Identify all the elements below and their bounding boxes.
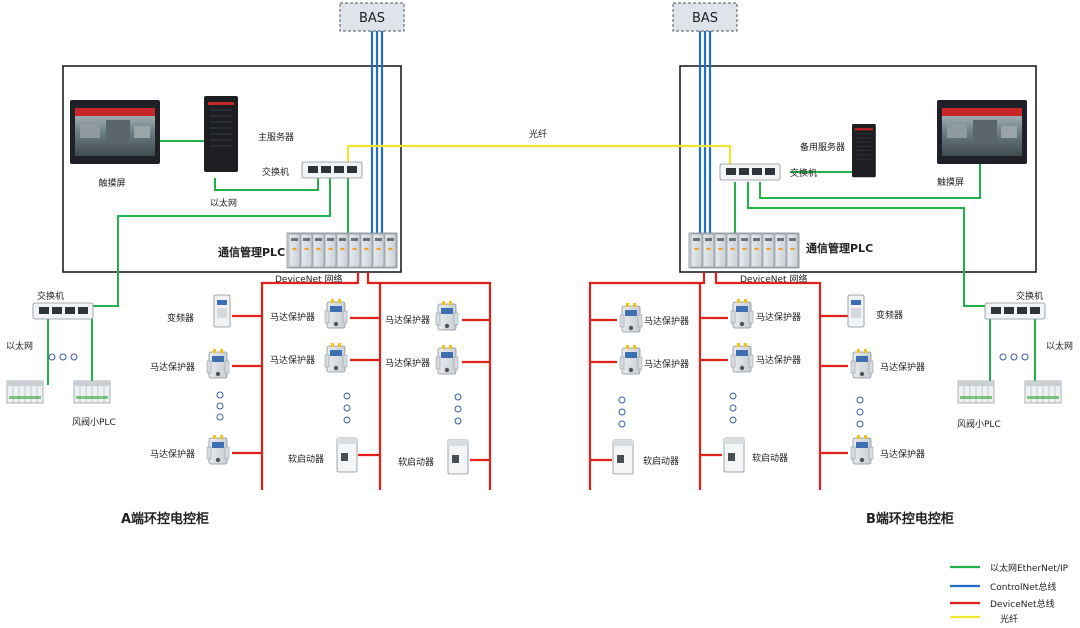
motor-protector-b2-label: 马达保护器: [644, 358, 689, 370]
motor-protector-a5-label: 马达保护器: [385, 314, 430, 326]
ellipsis-dots-b-col3: [856, 396, 864, 428]
controlnet-lines: [370, 31, 712, 238]
legend-label-controlnet: ControlNet总线: [990, 581, 1056, 593]
soft-starter-a1: [336, 437, 358, 473]
ext-ethernet-b-label: 以太网: [1046, 340, 1073, 352]
plc-b-label: 通信管理PLC: [806, 241, 873, 255]
cabinet-a-title: A端环控电控柜: [121, 511, 209, 527]
motor-protector-a4: [324, 342, 348, 373]
ext-switch-b-label: 交换机: [1016, 290, 1043, 302]
devicenet-b-label: DeviceNet 网络: [740, 273, 807, 285]
motor-protector-a2-label: 马达保护器: [150, 448, 195, 460]
cabinet-b-frame: [679, 65, 1037, 273]
ellipsis-dots-a-plc: [48, 353, 78, 361]
motor-protector-a6: [435, 344, 459, 375]
vfd-b: [847, 294, 865, 328]
ext-switch-a: [32, 302, 94, 320]
vfd-a: [213, 294, 231, 328]
legend-label-devicenet: DeviceNet总线: [990, 598, 1055, 610]
vfd-a-label: 变频器: [167, 312, 194, 324]
switch-a-label: 交换机: [262, 166, 289, 178]
bas-box-left: BAS: [339, 2, 405, 32]
ellipsis-dots-b-col1: [618, 396, 626, 428]
plc-a-label: 通信管理PLC: [218, 245, 285, 259]
touch-screen-a: [70, 100, 160, 164]
bas-box-right: BAS: [672, 2, 738, 32]
soft-starter-b2: [723, 437, 745, 473]
motor-protector-b6-label: 马达保护器: [880, 448, 925, 460]
touch-screen-b: [937, 100, 1027, 164]
soft-starter-b2-label: 软启动器: [752, 452, 788, 464]
devicenet-lines-b: [588, 272, 848, 490]
motor-protector-a1-label: 马达保护器: [150, 361, 195, 373]
cabinet-b-title: B端环控电控柜: [866, 511, 954, 527]
main-server: [203, 95, 239, 173]
ellipsis-dots-a-col2: [343, 392, 351, 424]
ellipsis-dots-a-col3: [454, 393, 462, 425]
motor-protector-a2: [206, 434, 230, 465]
motor-protector-b5-label: 马达保护器: [880, 361, 925, 373]
motor-protector-b4-label: 马达保护器: [756, 354, 801, 366]
plc-a: [286, 232, 398, 269]
bas-label-left: BAS: [359, 11, 385, 26]
fiber-label: 光纤: [529, 128, 547, 140]
bas-label-right: BAS: [692, 11, 718, 26]
devicenet-lines-a: [232, 272, 492, 490]
motor-protector-b3: [730, 298, 754, 329]
motor-protector-a1: [206, 348, 230, 379]
ellipsis-dots-b-plc: [999, 353, 1029, 361]
touch-screen-a-label: 触摸屏: [98, 177, 125, 189]
switch-b: [719, 163, 781, 181]
motor-protector-a3: [324, 298, 348, 329]
ellipsis-dots-a-col1: [216, 391, 224, 421]
ext-switch-a-label: 交换机: [37, 290, 64, 302]
backup-server: [851, 123, 877, 178]
damper-plc-a1: [6, 380, 44, 404]
motor-protector-a3-label: 马达保护器: [270, 311, 315, 323]
soft-starter-a2: [447, 439, 469, 475]
motor-protector-b5: [850, 348, 874, 379]
damper-plc-a-label: 风阀小PLC: [72, 417, 116, 428]
switch-a: [301, 161, 363, 179]
motor-protector-b6: [850, 434, 874, 465]
backup-server-label: 备用服务器: [800, 141, 845, 153]
damper-plc-b1: [957, 380, 995, 404]
motor-protector-b1: [619, 302, 643, 333]
main-server-label: 主服务器: [258, 131, 294, 143]
fiber-line: [346, 144, 732, 168]
motor-protector-a4-label: 马达保护器: [270, 354, 315, 366]
ethernet-lines: [47, 140, 1036, 385]
legend-label-ethernet: 以太网EtherNet/IP: [990, 562, 1069, 574]
touch-screen-b-label: 触摸屏: [937, 176, 964, 188]
motor-protector-b1-label: 马达保护器: [644, 315, 689, 327]
motor-protector-b3-label: 马达保护器: [756, 311, 801, 323]
soft-starter-b1-label: 软启动器: [643, 455, 679, 467]
legend-label-fiber: 光纤: [1000, 613, 1018, 625]
motor-protector-b2: [619, 344, 643, 375]
soft-starter-b1: [612, 439, 634, 475]
cabinet-a-frame: [62, 65, 402, 273]
plc-b: [688, 232, 800, 269]
devicenet-a-label: DeviceNet 网络: [275, 273, 342, 285]
motor-protector-b4: [730, 342, 754, 373]
switch-b-label: 交换机: [790, 167, 817, 179]
damper-plc-a2: [73, 380, 111, 404]
soft-starter-a2-label: 软启动器: [398, 456, 434, 468]
ethernet-a-label: 以太网: [210, 197, 237, 209]
vfd-b-label: 变频器: [876, 309, 903, 321]
legend: 以太网EtherNet/IP ControlNet总线 DeviceNet总线 …: [950, 562, 1069, 625]
motor-protector-a6-label: 马达保护器: [385, 357, 430, 369]
ellipsis-dots-b-col2: [729, 392, 737, 424]
ext-ethernet-a-label: 以太网: [6, 340, 33, 352]
motor-protector-a5: [435, 300, 459, 331]
ext-switch-b: [984, 302, 1046, 320]
soft-starter-a1-label: 软启动器: [288, 453, 324, 465]
damper-plc-b-label: 风阀小PLC: [957, 419, 1001, 430]
damper-plc-b2: [1024, 380, 1062, 404]
